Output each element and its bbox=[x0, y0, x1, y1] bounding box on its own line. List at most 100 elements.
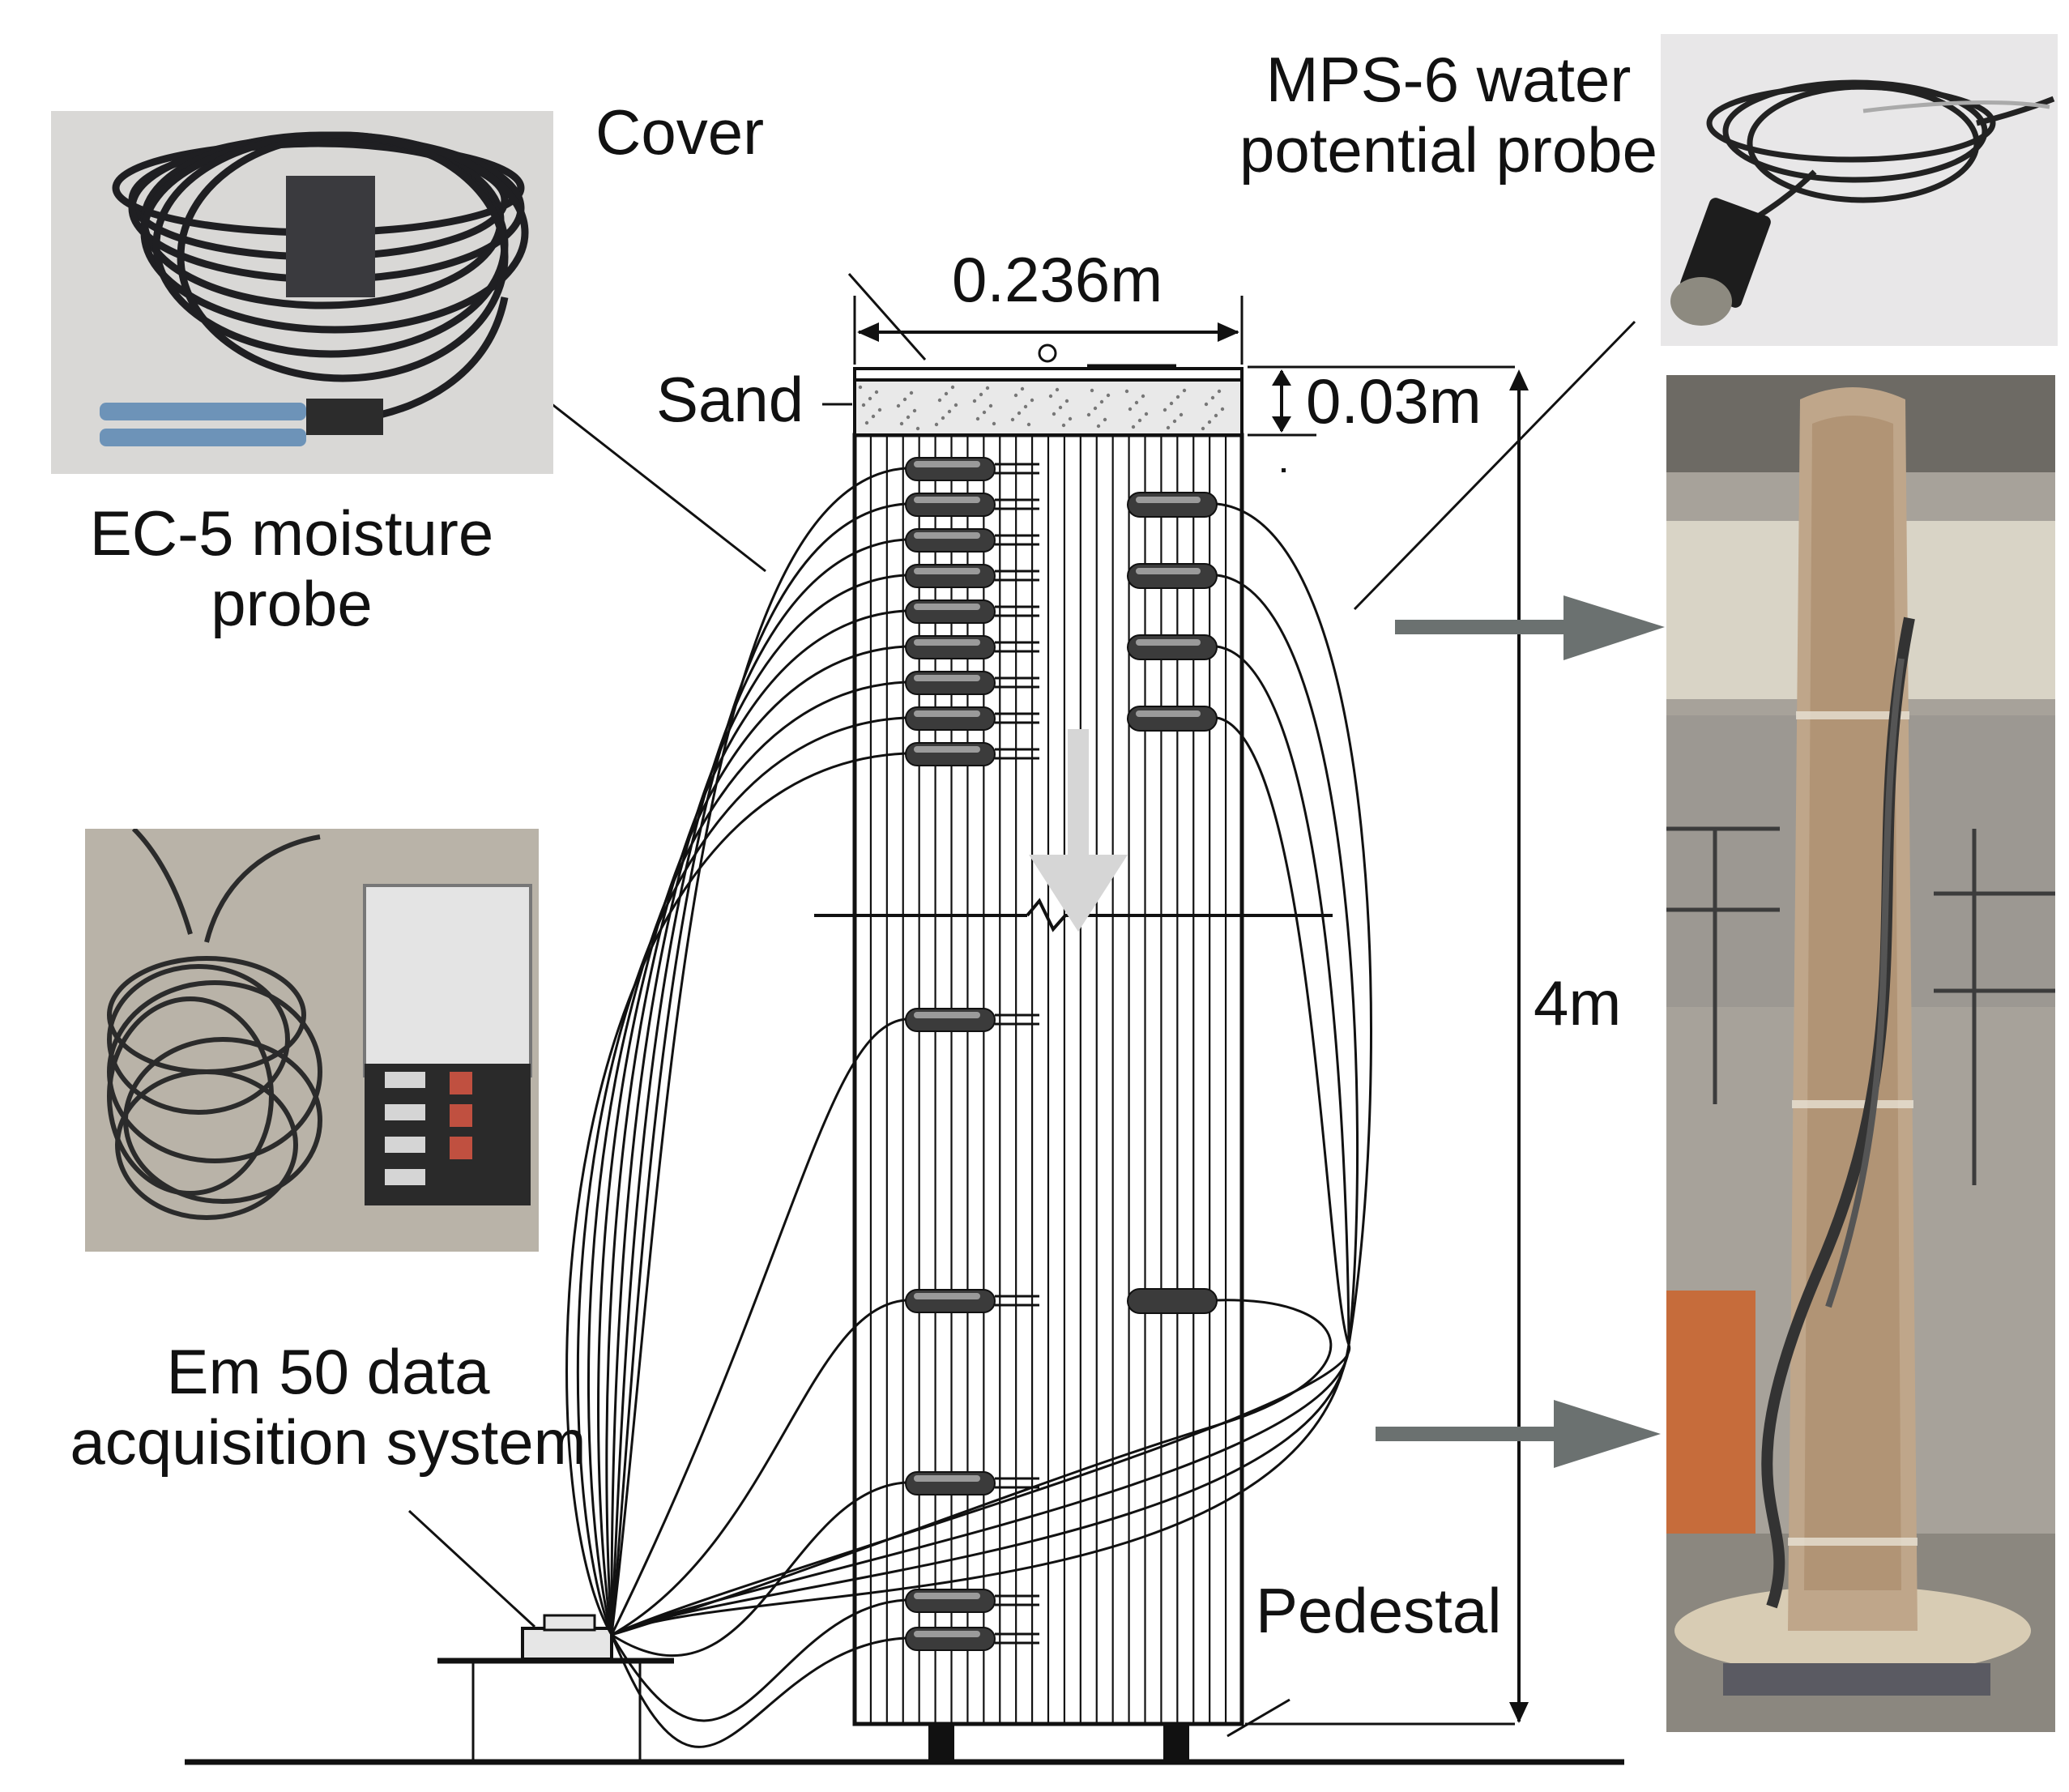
pointer-arrow-icon-lower bbox=[1376, 1400, 1661, 1468]
sand-grain bbox=[1207, 420, 1212, 425]
ec5-lower-cable bbox=[611, 1299, 907, 1636]
sand-grain bbox=[1137, 418, 1142, 423]
sand-grain bbox=[874, 390, 879, 395]
sand-grain bbox=[1017, 411, 1022, 416]
sand-grain bbox=[858, 385, 863, 390]
ec5-probe-lower-highlight bbox=[914, 1012, 980, 1018]
height-label: 4m bbox=[1534, 967, 1622, 1039]
ec5-lower-cable bbox=[610, 1598, 907, 1722]
sand-grain bbox=[1172, 419, 1177, 424]
sand-grain bbox=[944, 391, 949, 396]
sand-grain bbox=[988, 403, 993, 408]
sand-grain bbox=[1217, 389, 1222, 394]
height-dimension bbox=[1245, 369, 1529, 1726]
ec5-label-line1: EC-5 moisture bbox=[89, 497, 494, 569]
infiltration-arrow-icon bbox=[1029, 729, 1128, 932]
sand-label: Sand bbox=[656, 364, 804, 435]
sand-grain bbox=[1052, 412, 1056, 416]
mps6-probe-highlight bbox=[1136, 568, 1201, 574]
ec5-probe-highlight bbox=[914, 604, 980, 610]
ec5-cable bbox=[610, 502, 907, 1636]
em50-logger-photo bbox=[85, 829, 539, 1252]
ec5-probe-highlight bbox=[914, 639, 980, 646]
ec5-probe-highlight bbox=[914, 746, 980, 753]
sand-grain bbox=[934, 422, 939, 427]
ec5-probe-lower-highlight bbox=[914, 1631, 980, 1637]
sand-grain bbox=[985, 386, 990, 390]
sand-grain bbox=[1093, 406, 1098, 411]
mps6-probe-photo bbox=[1661, 34, 2058, 346]
ec5-cable bbox=[587, 681, 907, 1636]
sand-grain bbox=[982, 410, 987, 415]
sand-grain bbox=[972, 399, 977, 403]
sand-grain bbox=[915, 426, 920, 431]
ec5-cable bbox=[597, 645, 907, 1636]
ec5-probe-highlight bbox=[914, 675, 980, 681]
mps6-probe bbox=[1127, 492, 1218, 518]
pedestal-foot-right bbox=[1163, 1724, 1189, 1761]
mps6-lower-cable bbox=[611, 1299, 1333, 1636]
sand-grain bbox=[1210, 395, 1215, 400]
mps6-label-line1: MPS-6 water bbox=[1265, 44, 1632, 115]
sand-grain bbox=[950, 385, 955, 390]
em50-logger-box bbox=[521, 1614, 613, 1661]
ec5-cable bbox=[565, 752, 907, 1636]
sand-grain bbox=[1058, 405, 1063, 410]
mps6-cable bbox=[611, 716, 1350, 1636]
sand-grain bbox=[1220, 407, 1225, 412]
ec5-label-line2: probe bbox=[211, 568, 373, 640]
ec5-cable bbox=[610, 467, 907, 1636]
mps6-probe-highlight bbox=[1136, 497, 1201, 503]
cover-and-sand bbox=[853, 343, 1244, 437]
mps6-probe bbox=[1127, 706, 1218, 732]
mps6-label-line2: potential probe bbox=[1239, 114, 1658, 186]
sand-grain bbox=[1134, 400, 1139, 405]
sand-grain bbox=[1201, 426, 1205, 431]
soil-column-photo bbox=[1666, 375, 2055, 1732]
sand-grain bbox=[1026, 422, 1031, 427]
sand-grain bbox=[1103, 417, 1107, 422]
em50-label: Em 50 data acquisition system bbox=[20, 1336, 636, 1478]
sand-thickness-label: 0.03m bbox=[1306, 365, 1482, 437]
probe-cables bbox=[565, 467, 1372, 1748]
sand-grain bbox=[953, 403, 958, 407]
sand-grain bbox=[1013, 393, 1018, 398]
sand-grain bbox=[1162, 407, 1167, 412]
pedestal-foot-left bbox=[928, 1724, 954, 1761]
sand-grain bbox=[1204, 402, 1209, 407]
sand-grain bbox=[861, 403, 866, 407]
ec5-cable bbox=[610, 574, 907, 1636]
mps6-probe-lower bbox=[1127, 1288, 1218, 1314]
sand-grain bbox=[1182, 388, 1187, 393]
sand-grain bbox=[975, 416, 980, 421]
sand-grain bbox=[1010, 417, 1015, 422]
sand-grain bbox=[902, 397, 907, 402]
ec5-probe-lower-highlight bbox=[914, 1593, 980, 1599]
sand-grain bbox=[896, 403, 901, 408]
sand-grain bbox=[1175, 395, 1180, 399]
sand-grain bbox=[1144, 412, 1149, 416]
sand-grain bbox=[1020, 386, 1025, 391]
mps6-probe-highlight bbox=[1136, 710, 1201, 717]
ec5-probe-lower-highlight bbox=[914, 1475, 980, 1482]
ec5-cable bbox=[610, 538, 907, 1636]
sand-grain bbox=[1023, 404, 1028, 409]
ec5-probe-label: EC-5 moisture probe bbox=[57, 497, 527, 640]
sand-grain bbox=[1106, 393, 1111, 398]
sand-grain bbox=[979, 392, 983, 397]
sand-grain bbox=[1090, 388, 1094, 393]
em50-label-line1: Em 50 data bbox=[166, 1336, 490, 1407]
sand-grain bbox=[1055, 387, 1060, 392]
sand-grain bbox=[1169, 401, 1174, 406]
sand-grain bbox=[1131, 425, 1136, 429]
sand-thickness-dimension bbox=[1248, 365, 1515, 472]
ec5-lower-cable bbox=[610, 1018, 907, 1636]
sand-grain bbox=[906, 415, 911, 420]
leader-lines bbox=[407, 273, 1636, 1738]
sand-grain bbox=[1064, 399, 1069, 403]
sand-grain bbox=[909, 390, 914, 395]
width-dimension bbox=[853, 296, 1244, 365]
sand-grain bbox=[1128, 407, 1133, 412]
sand-grain bbox=[871, 414, 876, 419]
